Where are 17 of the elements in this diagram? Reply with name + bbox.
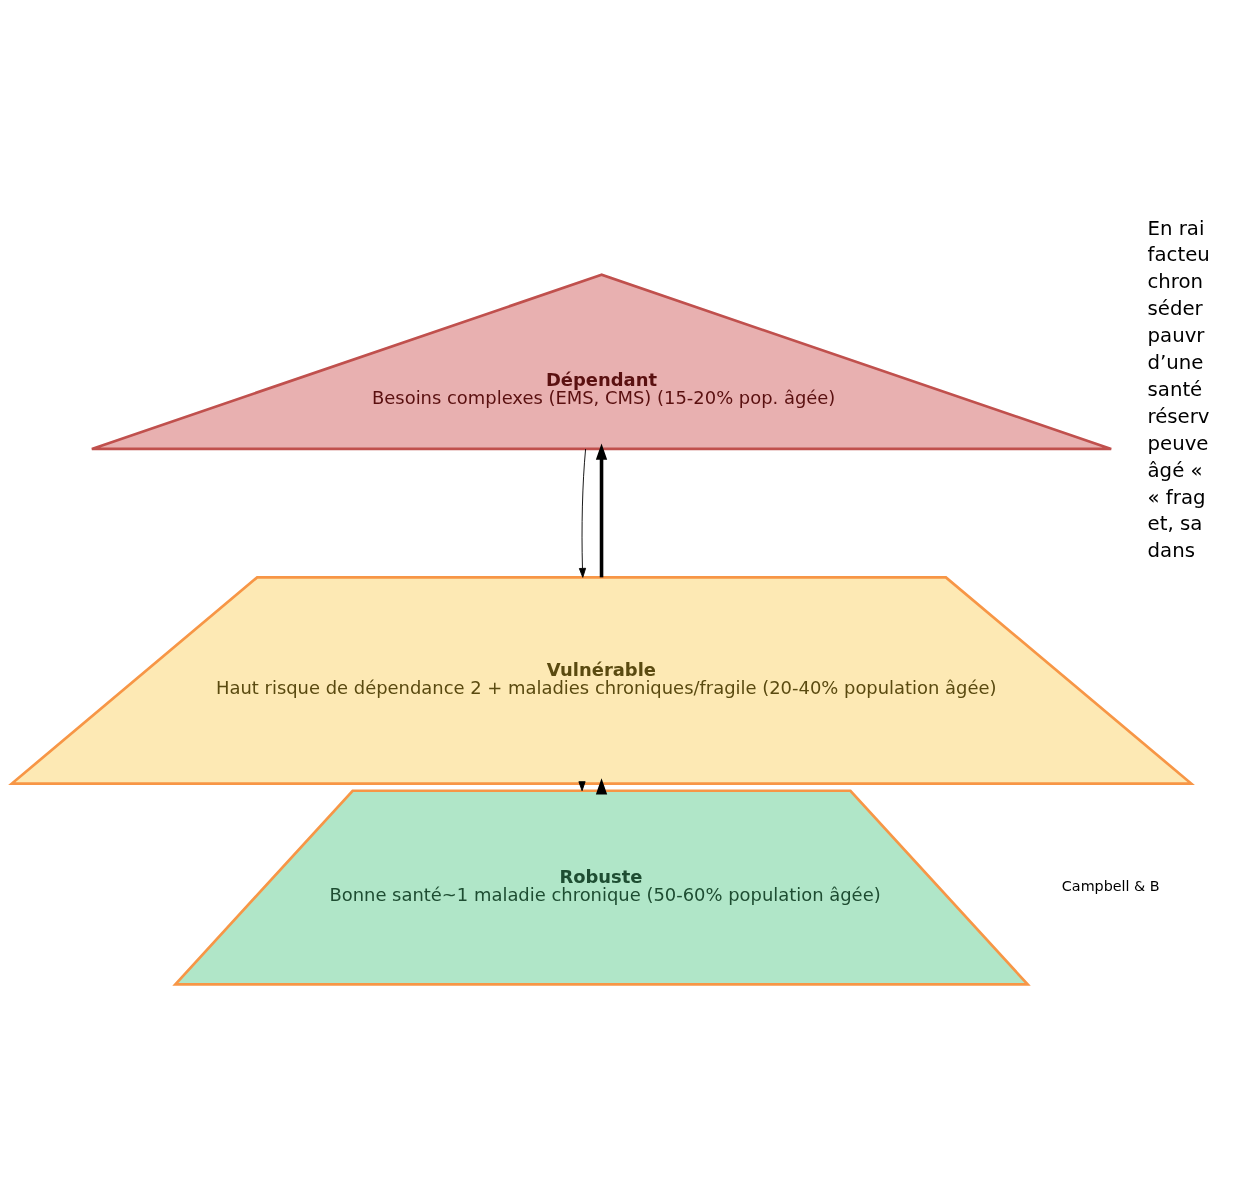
label: En rai [1147,216,1205,240]
label: pauvr [1147,324,1205,348]
label: santé [1147,377,1203,401]
label: peuve [1147,431,1209,455]
label: chron [1147,270,1204,294]
label: séder [1147,297,1203,321]
label: âgé « [1147,458,1203,482]
arrow [595,778,608,795]
label: réserv [1147,404,1210,428]
label: d’une [1147,351,1204,375]
arrow [578,448,587,578]
label: facteu [1147,243,1210,267]
label: et, sa [1147,512,1203,536]
label: « frag [1147,485,1206,509]
label: dans [1147,539,1195,563]
arrow [595,443,608,578]
label: Campbell & B [1061,877,1160,894]
